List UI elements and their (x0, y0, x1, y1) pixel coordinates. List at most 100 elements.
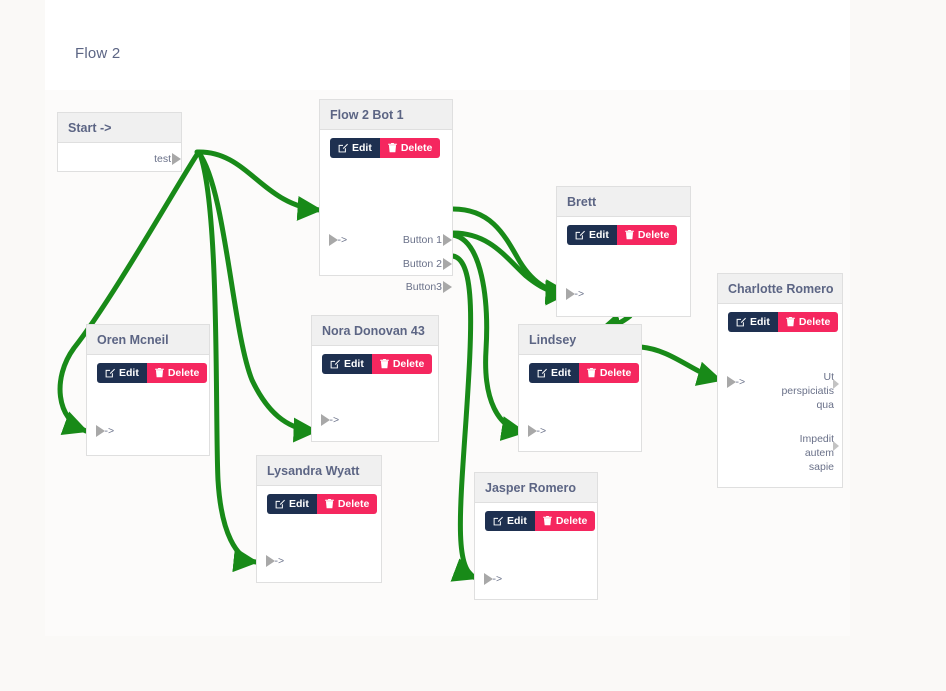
edit-button[interactable]: Edit (330, 138, 380, 158)
trash-delete-icon (543, 516, 552, 526)
node-jasper-romero-title: Jasper Romero (475, 473, 597, 503)
port-out-button-3[interactable]: Button3 (406, 281, 452, 293)
node-charlotte-romero-body: Edit Delete --> Ut perspiciatis qua (718, 304, 842, 487)
trash-delete-icon (786, 317, 795, 327)
edit-button-label: Edit (750, 316, 770, 328)
trash-delete-icon (587, 368, 596, 378)
pencil-edit-icon (736, 317, 746, 327)
trash-delete-icon (325, 499, 334, 509)
port-marker-icon (833, 441, 839, 451)
trash-delete-icon (155, 368, 164, 378)
port-in[interactable]: --> (266, 555, 284, 567)
edit-button[interactable]: Edit (485, 511, 535, 531)
action-buttons: Edit Delete (475, 503, 597, 531)
action-buttons: Edit Delete (257, 486, 381, 514)
page-title: Flow 2 (75, 45, 121, 62)
delete-button[interactable]: Delete (616, 225, 678, 245)
action-buttons: Edit Delete (718, 304, 842, 332)
node-start[interactable]: Start -> test (57, 112, 182, 172)
delete-button-label: Delete (167, 367, 200, 379)
port-out-button-2[interactable]: Button 2 (403, 258, 452, 270)
action-buttons: Edit Delete (87, 355, 209, 383)
port-marker-icon (566, 288, 575, 300)
node-lindsey[interactable]: Lindsey Edit Delete --> (518, 324, 642, 452)
port-marker-icon (266, 555, 275, 567)
delete-button-label: Delete (392, 358, 425, 370)
port-out-test[interactable]: test (154, 153, 181, 165)
edit-button[interactable]: Edit (97, 363, 147, 383)
port-in[interactable]: --> (727, 376, 745, 388)
node-nora-donovan-43[interactable]: Nora Donovan 43 Edit Delete --> (311, 315, 439, 442)
page-gutter-bottom (0, 636, 946, 691)
node-brett[interactable]: Brett Edit Delete --> (556, 186, 691, 317)
edit-button-label: Edit (344, 358, 364, 370)
port-out-line-2: perspiciatis (781, 385, 834, 397)
node-lysandra-wyatt-body: Edit Delete --> (257, 486, 381, 582)
page-gutter-right (850, 0, 946, 691)
node-nora-donovan-43-body: Edit Delete --> (312, 346, 438, 441)
port-marker-icon (329, 234, 338, 246)
delete-button[interactable]: Delete (146, 363, 208, 383)
port-marker-icon (443, 234, 452, 246)
delete-button-label: Delete (599, 367, 632, 379)
port-marker-icon (528, 425, 537, 437)
node-lysandra-wyatt[interactable]: Lysandra Wyatt Edit Delete --> (256, 455, 382, 583)
delete-button[interactable]: Delete (534, 511, 596, 531)
pencil-edit-icon (330, 359, 340, 369)
port-marker-icon (443, 281, 452, 293)
delete-button[interactable]: Delete (316, 494, 378, 514)
port-out-line-2: autem (804, 447, 834, 459)
port-in[interactable]: --> (329, 234, 347, 246)
port-marker-icon (727, 376, 736, 388)
edit-button-label: Edit (119, 367, 139, 379)
node-oren-mcneil-title: Oren Mcneil (87, 325, 209, 355)
node-lindsey-body: Edit Delete --> (519, 355, 641, 451)
edit-button[interactable]: Edit (567, 225, 617, 245)
port-marker-icon (833, 379, 839, 389)
edit-button[interactable]: Edit (322, 354, 372, 374)
port-in[interactable]: --> (566, 288, 584, 300)
node-lindsey-title: Lindsey (519, 325, 641, 355)
node-brett-title: Brett (557, 187, 690, 217)
port-marker-icon (96, 425, 105, 437)
port-in[interactable]: --> (96, 425, 114, 437)
node-charlotte-romero[interactable]: Charlotte Romero Edit Delete - (717, 273, 843, 488)
port-out-impedit-autem-sapie[interactable]: Impedit autem sapie (800, 432, 839, 474)
port-in[interactable]: --> (484, 573, 502, 585)
edit-button[interactable]: Edit (529, 363, 579, 383)
node-oren-mcneil[interactable]: Oren Mcneil Edit Delete --> (86, 324, 210, 456)
pencil-edit-icon (105, 368, 115, 378)
edit-button[interactable]: Edit (728, 312, 778, 332)
node-start-body: test (58, 143, 181, 171)
edit-button[interactable]: Edit (267, 494, 317, 514)
page-gutter-left (0, 0, 45, 691)
action-buttons: Edit Delete (519, 355, 641, 383)
pencil-edit-icon (575, 230, 585, 240)
port-out-button-1[interactable]: Button 1 (403, 234, 452, 246)
node-flow-2-bot-1-title: Flow 2 Bot 1 (320, 100, 452, 130)
node-flow-2-bot-1[interactable]: Flow 2 Bot 1 Edit Delete --> (319, 99, 453, 293)
port-out-ut-perspiciatis-qua[interactable]: Ut perspiciatis qua (781, 370, 839, 412)
node-jasper-romero-body: Edit Delete --> (475, 503, 597, 599)
delete-button[interactable]: Delete (379, 138, 441, 158)
port-out-line-1: Ut (823, 371, 835, 383)
delete-button[interactable]: Delete (371, 354, 433, 374)
port-in[interactable]: --> (321, 414, 339, 426)
node-nora-donovan-43-title: Nora Donovan 43 (312, 316, 438, 346)
delete-button[interactable]: Delete (578, 363, 640, 383)
node-start-title: Start -> (58, 113, 181, 143)
delete-button[interactable]: Delete (777, 312, 839, 332)
action-buttons: Edit Delete (312, 346, 438, 374)
action-buttons: Edit Delete (320, 130, 452, 158)
port-in[interactable]: --> (528, 425, 546, 437)
node-flow-2-bot-1-body: Edit Delete --> Button 1 Button 2 (320, 130, 452, 293)
trash-delete-icon (380, 359, 389, 369)
trash-delete-icon (388, 143, 397, 153)
delete-button-label: Delete (555, 515, 588, 527)
trash-delete-icon (625, 230, 634, 240)
pencil-edit-icon (537, 368, 547, 378)
node-brett-body: Edit Delete --> (557, 217, 690, 316)
node-lysandra-wyatt-title: Lysandra Wyatt (257, 456, 381, 486)
node-jasper-romero[interactable]: Jasper Romero Edit Delete --> (474, 472, 598, 600)
